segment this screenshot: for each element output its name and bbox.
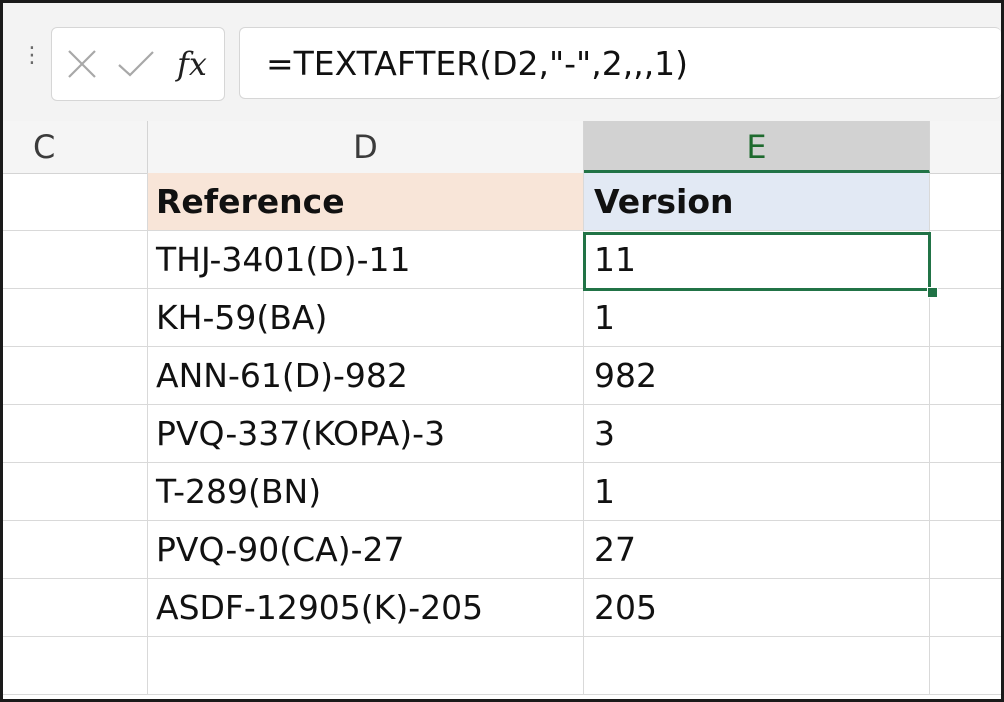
cell[interactable]	[930, 579, 1001, 637]
formula-bar: ⋮ fx =TEXTAFTER(D2,"-",2,,,1)	[3, 3, 1001, 122]
table-row: PVQ-337(KOPA)-3 3	[3, 405, 1001, 463]
reference-cell[interactable]: ASDF-12905(K)-205	[148, 579, 584, 637]
table-row: ASDF-12905(K)-205 205	[3, 579, 1001, 637]
cell[interactable]	[930, 173, 1001, 231]
reference-cell[interactable]: THJ-3401(D)-11	[148, 231, 584, 289]
version-cell[interactable]: 1	[584, 289, 930, 347]
cell[interactable]	[148, 637, 584, 695]
cell[interactable]	[930, 463, 1001, 521]
cell-grid: Reference Version THJ-3401(D)-11 11 KH-5…	[3, 173, 1001, 699]
table-row: T-289(BN) 1	[3, 463, 1001, 521]
cell[interactable]	[3, 579, 148, 637]
reference-cell[interactable]: KH-59(BA)	[148, 289, 584, 347]
reference-cell[interactable]: ANN-61(D)-982	[148, 347, 584, 405]
cell[interactable]	[3, 521, 148, 579]
version-cell[interactable]: 27	[584, 521, 930, 579]
cell[interactable]	[3, 289, 148, 347]
checkmark-icon	[118, 51, 154, 77]
cell[interactable]	[584, 637, 930, 695]
version-cell[interactable]: 1	[584, 463, 930, 521]
reference-cell[interactable]: PVQ-337(KOPA)-3	[148, 405, 584, 463]
column-header-d[interactable]: D	[148, 121, 584, 173]
cell[interactable]	[930, 231, 1001, 289]
table-row: PVQ-90(CA)-27 27	[3, 521, 1001, 579]
cell[interactable]	[3, 231, 148, 289]
formula-text: =TEXTAFTER(D2,"-",2,,,1)	[266, 43, 689, 83]
enter-icon[interactable]	[114, 38, 158, 90]
cell[interactable]	[3, 347, 148, 405]
table-row: ANN-61(D)-982 982	[3, 347, 1001, 405]
reference-cell[interactable]: T-289(BN)	[148, 463, 584, 521]
reference-cell[interactable]: PVQ-90(CA)-27	[148, 521, 584, 579]
version-cell[interactable]: 982	[584, 347, 930, 405]
insert-function-button[interactable]: fx	[170, 38, 214, 90]
reference-header-cell[interactable]: Reference	[148, 173, 584, 231]
cancel-icon[interactable]	[60, 38, 104, 90]
formula-input[interactable]: =TEXTAFTER(D2,"-",2,,,1)	[239, 27, 1001, 99]
formula-bar-buttons: fx	[51, 27, 225, 101]
table-row: THJ-3401(D)-11 11	[3, 231, 1001, 289]
version-cell[interactable]: 3	[584, 405, 930, 463]
column-header-c[interactable]: C	[3, 121, 148, 173]
cell[interactable]	[930, 347, 1001, 405]
column-header-e[interactable]: E	[584, 121, 930, 173]
cell[interactable]	[3, 463, 148, 521]
version-cell[interactable]: 205	[584, 579, 930, 637]
fill-handle[interactable]	[927, 287, 938, 298]
x-icon	[68, 50, 96, 78]
cell[interactable]	[3, 637, 148, 695]
column-header-f[interactable]	[930, 121, 1001, 173]
version-cell[interactable]: 11	[584, 231, 930, 289]
formula-bar-resize-handle[interactable]: ⋮	[21, 43, 43, 68]
cell[interactable]	[930, 637, 1001, 695]
fx-icon: fx	[177, 45, 207, 83]
cell[interactable]	[930, 289, 1001, 347]
cell[interactable]	[3, 173, 148, 231]
cell[interactable]	[3, 405, 148, 463]
empty-row	[3, 637, 1001, 695]
table-row: KH-59(BA) 1	[3, 289, 1001, 347]
cell[interactable]	[930, 405, 1001, 463]
column-headers: C D E	[3, 121, 1001, 174]
version-header-cell[interactable]: Version	[584, 173, 930, 231]
cell[interactable]	[930, 521, 1001, 579]
table-header-row: Reference Version	[3, 173, 1001, 231]
